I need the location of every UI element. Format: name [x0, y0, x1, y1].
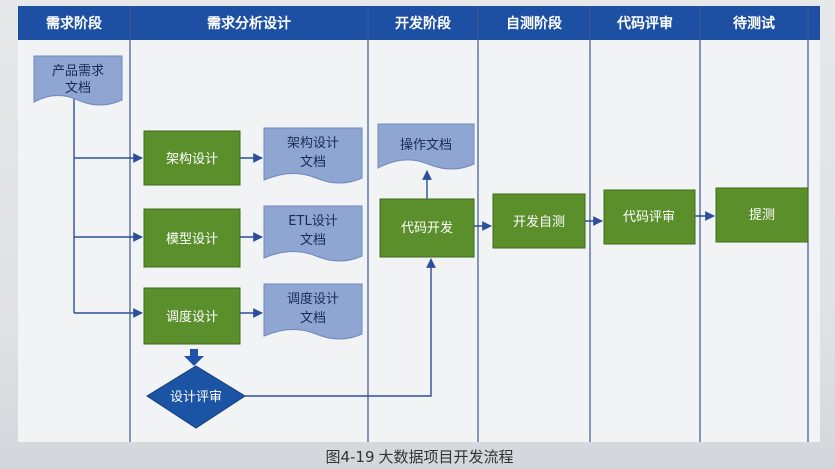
lane-label-analysis-design: 需求分析设计 [207, 15, 291, 32]
svg-text:架构设计: 架构设计 [166, 152, 218, 167]
node-arch-doc: 架构设计 文档 [263, 127, 363, 184]
node-ops-doc: 操作文档 [377, 123, 475, 170]
flowchart-diagram: 需求阶段 需求分析设计 开发阶段 自测阶段 代码评审 待测试 [18, 6, 820, 442]
svg-text:代码开发: 代码开发 [401, 220, 453, 236]
svg-text:架构设计: 架构设计 [287, 136, 339, 151]
svg-text:设计评审: 设计评审 [170, 390, 222, 405]
connector-review-to-coding [245, 258, 436, 397]
node-submit-test: 提测 [715, 187, 809, 243]
lane-label-code-review: 代码评审 [616, 15, 673, 32]
node-prd-doc: 产品需求 文档 [33, 55, 123, 106]
svg-text:调度设计: 调度设计 [287, 291, 339, 307]
node-design-review: 设计评审 [146, 365, 246, 429]
svg-text:产品需求: 产品需求 [52, 64, 104, 79]
svg-text:开发自测: 开发自测 [513, 214, 565, 230]
svg-text:ETL设计: ETL设计 [288, 214, 337, 229]
figure-number: 图4-19 [325, 448, 375, 466]
down-arrow-icon [184, 349, 204, 366]
lane-header-bar [18, 6, 820, 40]
node-self-test: 开发自测 [492, 193, 586, 249]
node-coding: 代码开发 [379, 198, 475, 258]
node-code-review: 代码评审 [603, 189, 696, 245]
svg-text:文档: 文档 [300, 311, 326, 326]
svg-text:文档: 文档 [300, 155, 326, 170]
node-sched-design: 调度设计 [143, 287, 241, 345]
node-sched-doc: 调度设计 文档 [263, 283, 363, 340]
svg-text:文档: 文档 [300, 233, 326, 248]
svg-text:模型设计: 模型设计 [166, 232, 218, 247]
svg-text:文档: 文档 [65, 81, 91, 96]
svg-text:代码评审: 代码评审 [623, 210, 675, 225]
svg-text:操作文档: 操作文档 [400, 137, 452, 153]
svg-text:调度设计: 调度设计 [166, 309, 218, 325]
lane-label-pending-test: 待测试 [733, 15, 775, 32]
lane-label-self-test: 自测阶段 [506, 15, 562, 32]
node-arch-design: 架构设计 [143, 130, 241, 186]
figure-title: 大数据项目开发流程 [378, 448, 514, 466]
lane-label-requirements: 需求阶段 [46, 15, 102, 32]
lane-label-development: 开发阶段 [395, 15, 451, 32]
node-model-design: 模型设计 [143, 208, 241, 268]
svg-text:提测: 提测 [749, 207, 775, 223]
connectors [73, 98, 715, 397]
node-etl-doc: ETL设计 文档 [263, 205, 363, 262]
